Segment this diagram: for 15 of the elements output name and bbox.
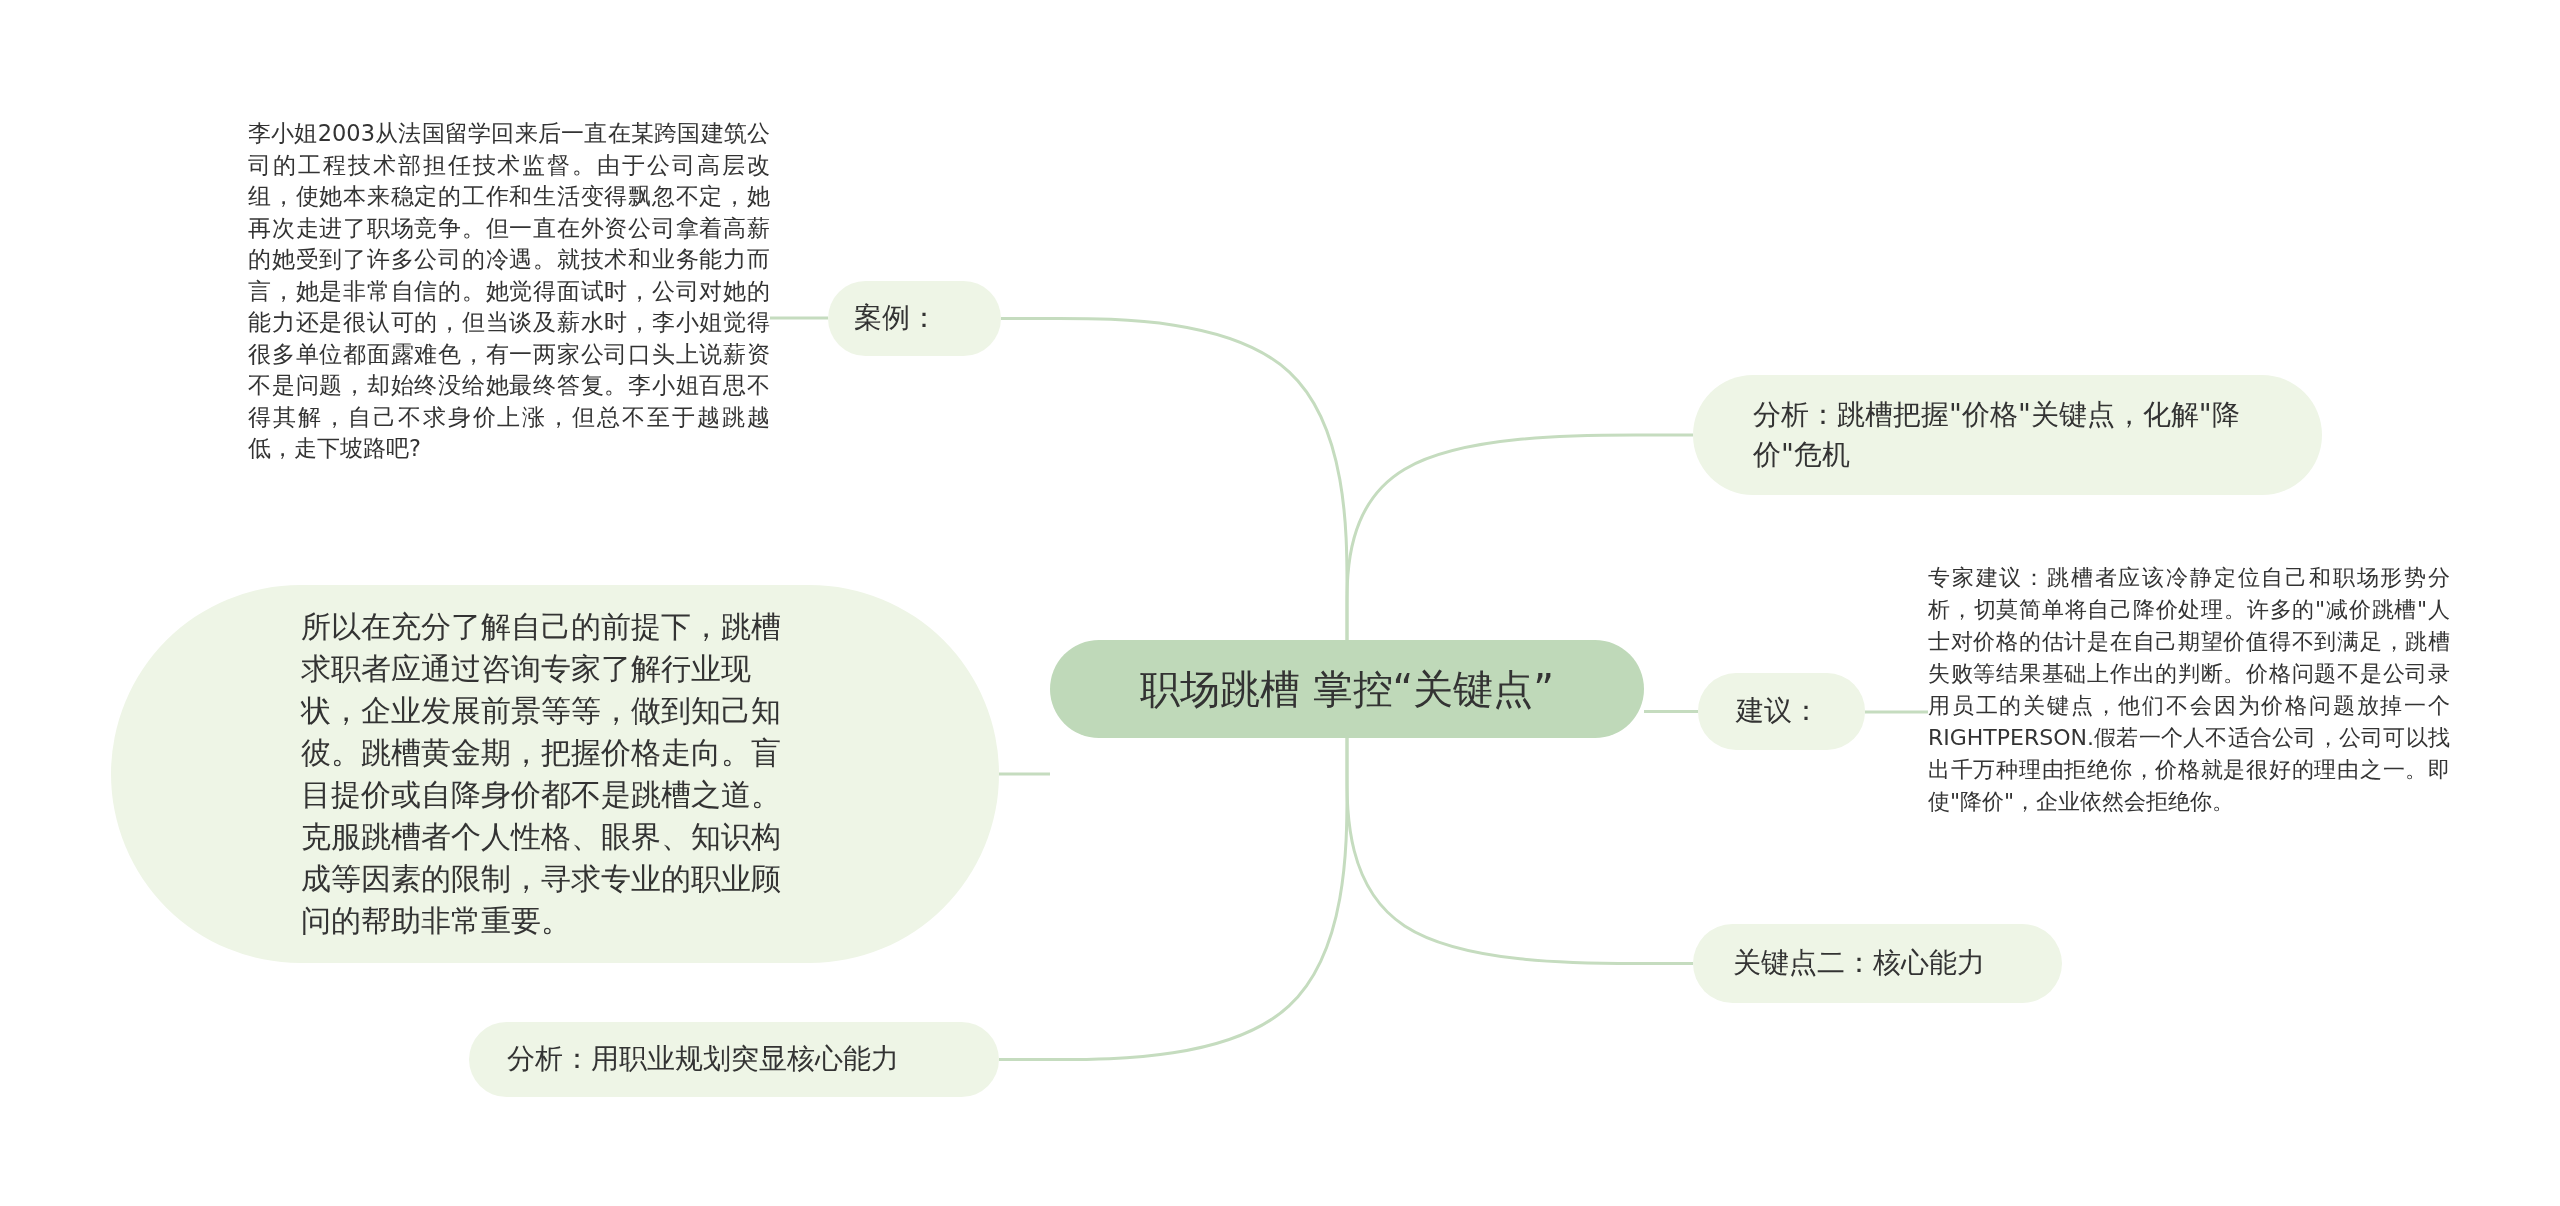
connector-line [1865,710,1928,714]
connector-line [1345,433,1693,640]
connector-line [1345,738,1693,965]
central-topic-label: 职场跳槽 掌控“关键点” [1139,665,1555,714]
connector-line [770,316,828,320]
topic-label: 案例： [854,300,938,337]
paragraph-text: 李小姐2003从法国留学回来后一直在某跨国建筑公司的工程技术部担任技术监督。由于公司高层改组，使她本来稳定的工作和生活变得飘忽不定，她再次走进了职场竞争。但一直在外资公司拿着高薪的她受到了许多公司的冷遇。就技术和业务能力而言，她是非常自信的。她觉得面试时，公司对她的能力还是很认可的，但当谈及薪水时，李小姐觉得很多单位都面露难色，有一两家公司口头上说薪资不是问题，却始终没给她最终答复。李小姐百思不得其解，自己不求身价上涨，但总不至于越跳越低，走下坡路吧? [248,118,770,518]
topic-label: 关键点二：核心能力 [1733,945,1985,982]
topic-label: 分析：跳槽把握"价格"关键点，化解"降价"危机 [1753,397,2241,473]
connector-line [1644,710,1698,713]
topic-label: 所以在充分了解自己的前提下，跳槽求职者应通过咨询专家了解行业现状，企业发展前景等等，做到知己知彼。跳槽黄金期，把握价格走向。盲目提价或自降身价都不是跳槽之道。克服跳槽者个人性格、眼界、知识构成等因素的限制，寻求专业的职业顾问的帮助非常重要。 [301,608,782,940]
topic-label: 分析：用职业规划突显核心能力 [507,1041,899,1078]
topic-label: 建议： [1736,693,1820,730]
paragraph-text: 专家建议：跳槽者应该冷静定位自己和职场形势分析，切莫简单将自己降价处理。许多的"减价跳槽"人士对价格的估计是在自己期望价值得不到满足，跳槽失败等结果基础上作出的判断。价格问题不是公司录用员工的关键点，他们不会因为价格问题放掉一个RIGHTPERSON.假若一个人不适合公司，公司可以找出千万种理由拒绝你，价格就是很好的理由之一。即使"降价"，企业依然会拒绝你。 [1928,562,2450,862]
connector-line [999,772,1050,776]
